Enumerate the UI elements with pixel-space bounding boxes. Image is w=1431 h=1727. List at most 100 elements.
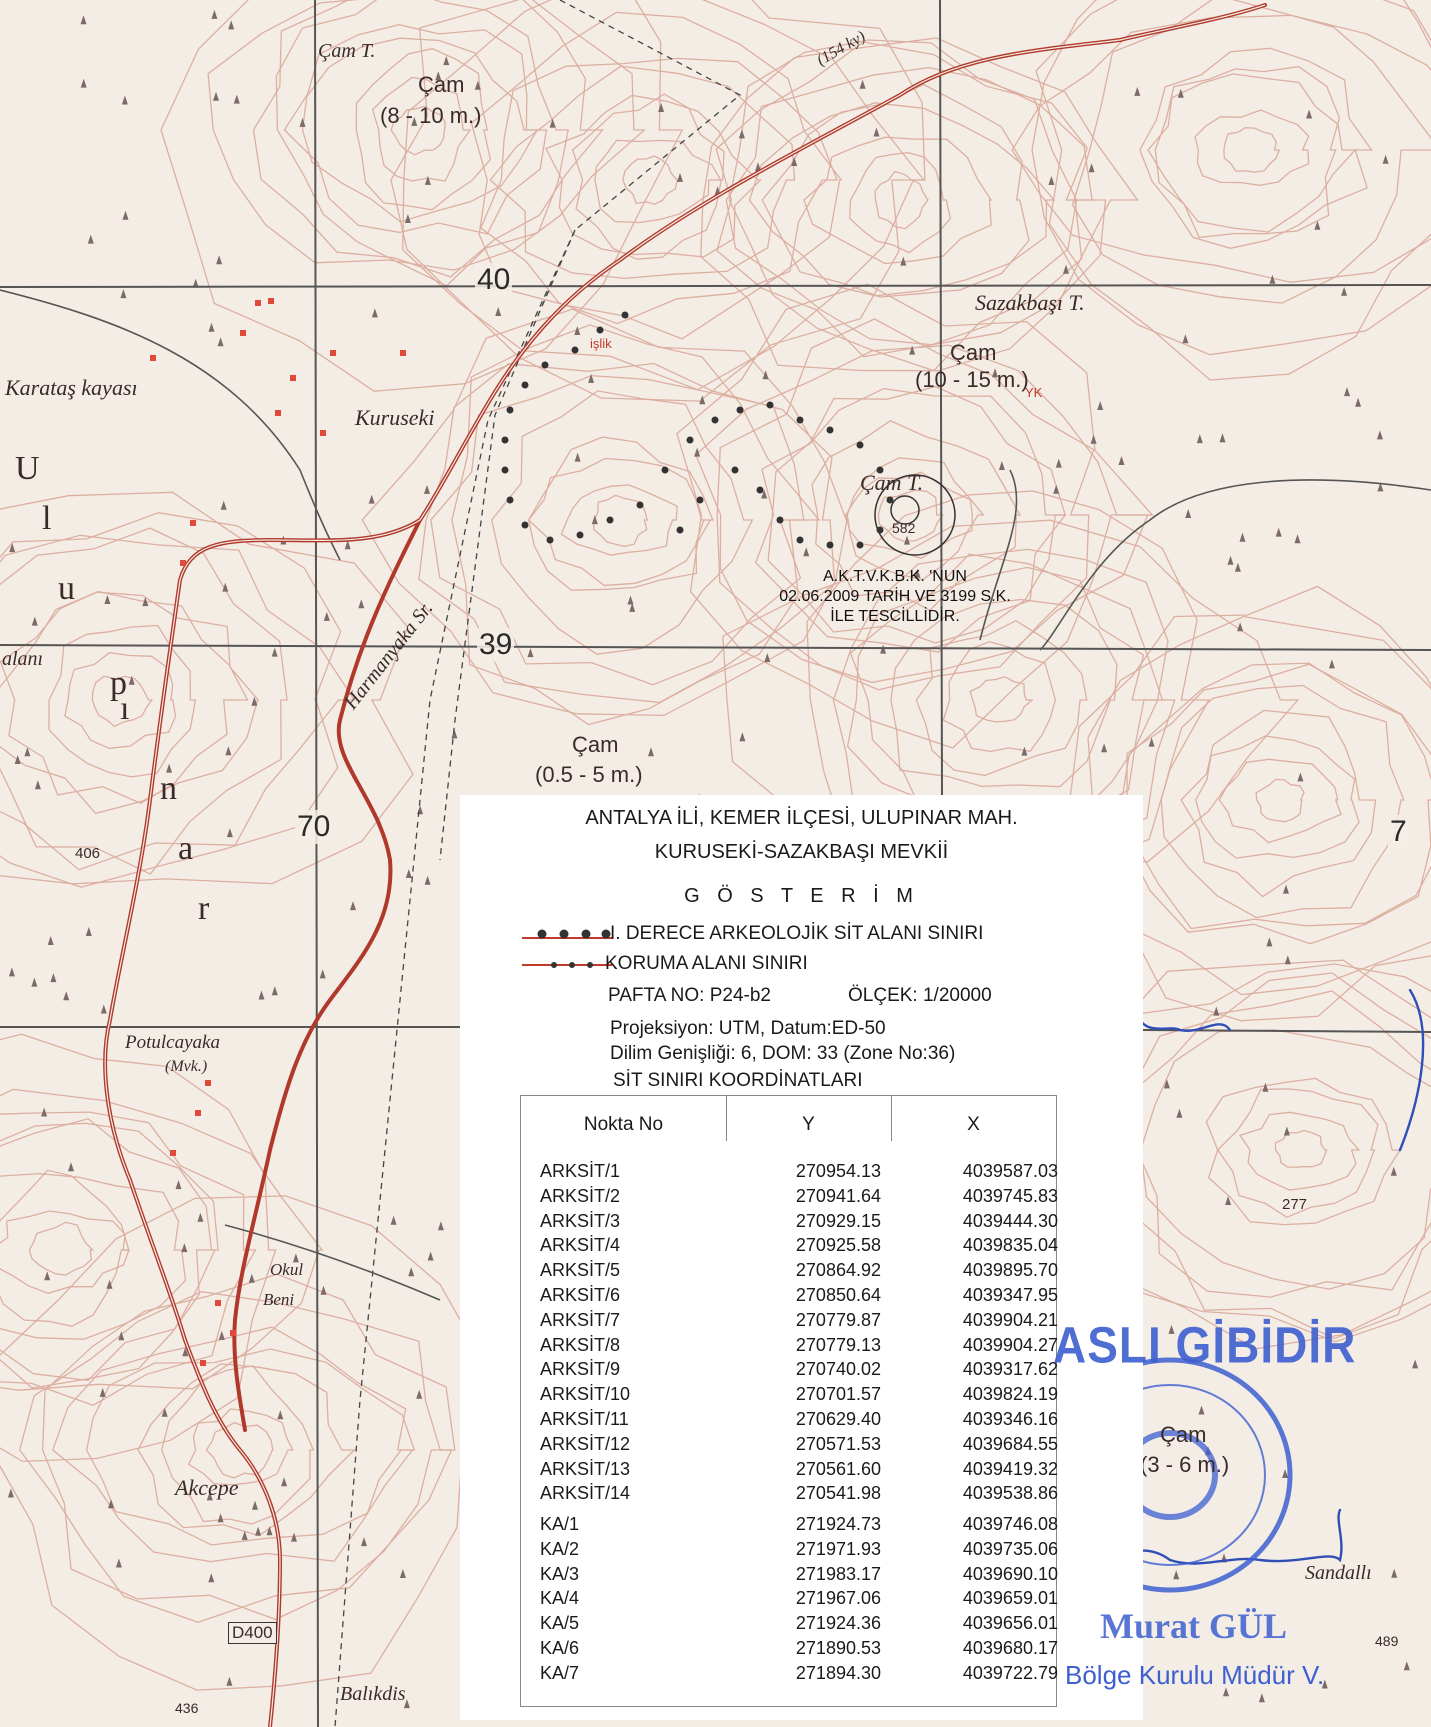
label-d400: D400 — [228, 1622, 277, 1644]
boundary-dot — [621, 311, 629, 319]
boundary-dot — [546, 536, 554, 544]
tree-symbol — [1198, 1405, 1205, 1415]
stamp-signer-name: Murat GÜL — [1100, 1606, 1287, 1646]
tree-symbol — [80, 78, 87, 88]
contour-line — [301, 37, 539, 223]
boundary-dot — [766, 401, 774, 409]
tree-symbol — [361, 1537, 367, 1547]
label-akcepe: Akcepe — [175, 1475, 239, 1500]
contour-line — [64, 652, 177, 749]
contour-line — [1011, 14, 1431, 283]
tree-symbol — [1258, 1693, 1265, 1703]
point-no: ARKSİT/9 — [540, 1359, 621, 1380]
tree-symbol — [344, 540, 351, 550]
contour-line — [0, 590, 249, 805]
tree-symbol — [1177, 88, 1184, 98]
legend-heading: G Ö S T E R İ M — [684, 885, 919, 907]
building-symbol — [200, 1360, 206, 1366]
label-beni: Beni — [263, 1290, 295, 1309]
coord-x: 4039904.27 — [962, 1334, 1058, 1355]
contour-line — [1194, 109, 1310, 186]
building-symbol — [170, 1150, 176, 1156]
tree-symbol — [320, 1285, 327, 1295]
coord-y: 270864.92 — [795, 1260, 881, 1281]
legend-item-protection-boundary: KORUMA ALANI SINIRI — [605, 953, 808, 974]
tree-symbol — [85, 927, 92, 936]
contour-line — [207, 0, 647, 271]
label-cam-mid-height: (10 - 15 m.) — [915, 367, 1029, 392]
tree-symbol — [1328, 659, 1335, 669]
point-no: ARKSİT/4 — [540, 1235, 621, 1256]
contour-line — [390, 0, 926, 402]
contour-line — [0, 491, 414, 885]
contour-line — [1069, 585, 1431, 1022]
boundary-dot — [576, 531, 584, 539]
tree-symbol — [175, 1180, 182, 1190]
archaeological-site-boundary — [501, 311, 894, 549]
boundary-dot — [711, 416, 719, 424]
coord-x: 4039824.19 — [962, 1384, 1058, 1405]
contour-line — [0, 1169, 130, 1327]
boundary-dot — [636, 501, 644, 509]
label-ulupinar-i: ı — [120, 690, 130, 727]
boundary-dot — [696, 496, 704, 504]
col-header-y: Y — [802, 1114, 815, 1135]
label-ulupinar-l: l — [42, 500, 52, 537]
col-header-no: Nokta No — [583, 1114, 664, 1135]
contour-line — [0, 1088, 324, 1391]
tree-symbol — [226, 1676, 233, 1686]
tree-symbol — [68, 1162, 74, 1172]
tree-symbol — [120, 289, 127, 299]
grid-number-40: 40 — [475, 263, 513, 297]
contour-line — [755, 387, 1067, 653]
boundary-dot — [856, 441, 864, 449]
coord-y: 271924.36 — [795, 1613, 881, 1634]
registration-note-line2: 02.06.2009 TARİH VE 3199 S.K. — [779, 588, 1011, 605]
tree-symbol — [399, 1569, 406, 1578]
coord-x: 4039904.21 — [962, 1309, 1058, 1330]
tree-symbol — [549, 118, 556, 128]
tree-symbol — [50, 973, 57, 983]
tree-symbol — [495, 307, 502, 316]
label-ulupinar-a: a — [178, 830, 194, 867]
col-divider — [726, 1096, 727, 1141]
tree-symbol — [118, 1331, 125, 1341]
legend-pafta: PAFTA NO: P24-b2 — [608, 985, 771, 1006]
coord-y: 271983.17 — [795, 1563, 881, 1584]
tree-symbol — [1101, 743, 1108, 753]
contour-line — [527, 436, 714, 591]
tree-symbol — [451, 729, 458, 739]
legend-item-site-boundary: I. DERECE ARKEOLOJİK SİT ALANI SINIRI — [610, 923, 984, 944]
boundary-dot — [676, 526, 684, 534]
tree-symbol — [1376, 430, 1383, 440]
contour-line — [91, 675, 154, 728]
label-elev-436: 436 — [175, 1700, 199, 1716]
tree-symbol — [182, 1347, 189, 1357]
contour-line — [1218, 758, 1342, 844]
tree-symbol — [271, 986, 278, 996]
tree-symbol — [1225, 1196, 1232, 1205]
tree-symbol — [443, 56, 450, 66]
coord-x: 4039746.08 — [962, 1514, 1058, 1534]
tree-symbol — [904, 535, 910, 545]
boundary-dot — [731, 466, 739, 474]
point-no: ARKSİT/12 — [540, 1433, 631, 1454]
grid-number-39: 39 — [477, 628, 515, 662]
coord-y: 270701.57 — [795, 1384, 881, 1405]
tree-symbol — [1118, 456, 1125, 465]
tree-symbol — [44, 1271, 51, 1281]
coord-y: 270941.64 — [795, 1185, 881, 1206]
tree-symbol — [1390, 1166, 1397, 1176]
label-yk: YK — [1025, 385, 1043, 400]
boundary-dot — [571, 346, 579, 354]
legend-panel: ANTALYA İLİ, KEMER İLÇESİ, ULUPINAR MAH.… — [460, 795, 1143, 1720]
contour-line — [0, 1210, 130, 1294]
contour-line — [811, 420, 1022, 612]
tree-symbol — [292, 1253, 299, 1263]
building-symbol — [180, 560, 186, 566]
